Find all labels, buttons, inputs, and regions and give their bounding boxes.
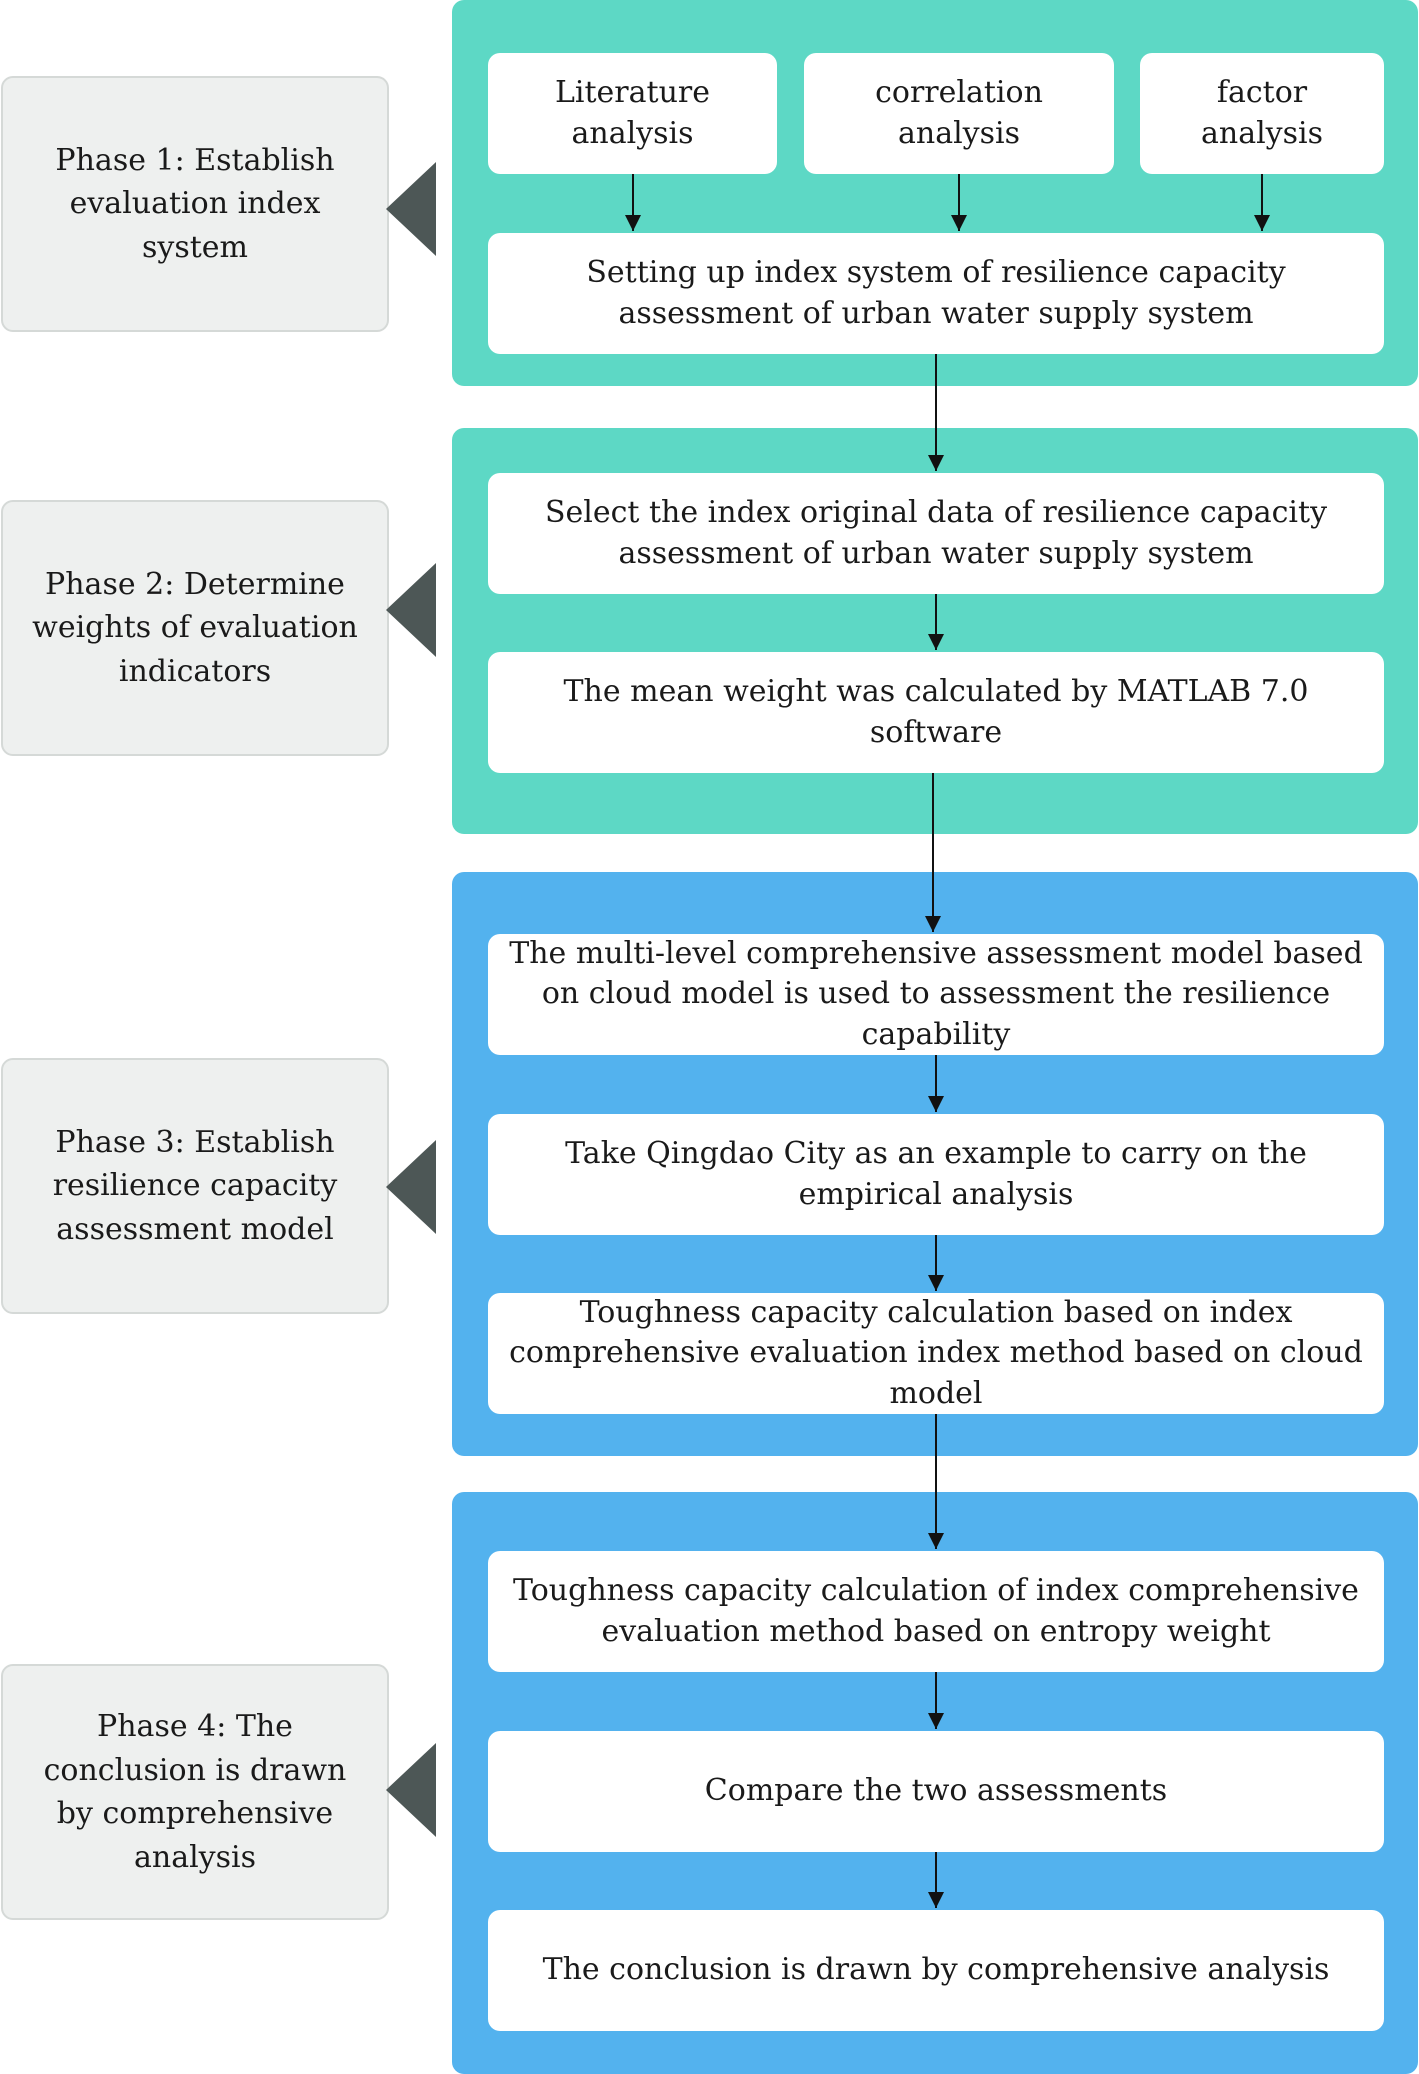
phase-3-label-text: Phase 3: Establish resilience capacity a… — [52, 1124, 338, 1247]
select-data-box: Select the index original data of resili… — [488, 473, 1384, 594]
phase-2-pointer-icon — [386, 563, 436, 657]
phase-1-pointer-icon — [386, 162, 436, 256]
factor-analysis-text: factor analysis — [1200, 75, 1324, 151]
phase-4-label: Phase 4: The conclusion is drawn by comp… — [1, 1664, 389, 1920]
compare-assessments-text: Compare the two assessments — [704, 1773, 1168, 1809]
index-system-setup-box: Setting up index system of resilience ca… — [488, 233, 1384, 354]
cloud-model-box: The multi-level comprehensive assessment… — [488, 934, 1384, 1055]
toughness-entropy-text: Toughness capacity calculation of index … — [513, 1573, 1359, 1649]
toughness-cloud-box: Toughness capacity calculation based on … — [488, 1293, 1384, 1414]
select-data-text: Select the index original data of resili… — [544, 495, 1328, 571]
index-system-setup-text: Setting up index system of resilience ca… — [586, 255, 1286, 331]
phase-1-label: Phase 1: Establish evaluation index syst… — [1, 76, 389, 332]
phase-3-pointer-icon — [386, 1140, 436, 1234]
phase-2-label: Phase 2: Determine weights of evaluation… — [1, 500, 389, 756]
factor-analysis-box: factor analysis — [1140, 53, 1384, 174]
phase-3-label: Phase 3: Establish resilience capacity a… — [1, 1058, 389, 1314]
phase-4-label-text: Phase 4: The conclusion is drawn by comp… — [43, 1709, 347, 1875]
literature-analysis-box: Literature analysis — [488, 53, 777, 174]
toughness-cloud-text: Toughness capacity calculation based on … — [509, 1294, 1363, 1411]
cloud-model-text: The multi-level comprehensive assessment… — [509, 935, 1363, 1052]
correlation-analysis-box: correlation analysis — [804, 53, 1114, 174]
phase-1-label-text: Phase 1: Establish evaluation index syst… — [55, 142, 335, 265]
conclusion-text: The conclusion is drawn by comprehensive… — [542, 1952, 1330, 1988]
literature-analysis-text: Literature analysis — [554, 75, 711, 151]
toughness-entropy-box: Toughness capacity calculation of index … — [488, 1551, 1384, 1672]
conclusion-box: The conclusion is drawn by comprehensive… — [488, 1910, 1384, 2031]
compare-assessments-box: Compare the two assessments — [488, 1731, 1384, 1852]
phase-4-pointer-icon — [386, 1743, 436, 1837]
mean-weight-text: The mean weight was calculated by MATLAB… — [563, 674, 1309, 750]
qingdao-example-text: Take Qingdao City as an example to carry… — [565, 1136, 1307, 1212]
phase-2-label-text: Phase 2: Determine weights of evaluation… — [32, 566, 358, 689]
mean-weight-box: The mean weight was calculated by MATLAB… — [488, 652, 1384, 773]
correlation-analysis-text: correlation analysis — [875, 75, 1043, 151]
qingdao-example-box: Take Qingdao City as an example to carry… — [488, 1114, 1384, 1235]
